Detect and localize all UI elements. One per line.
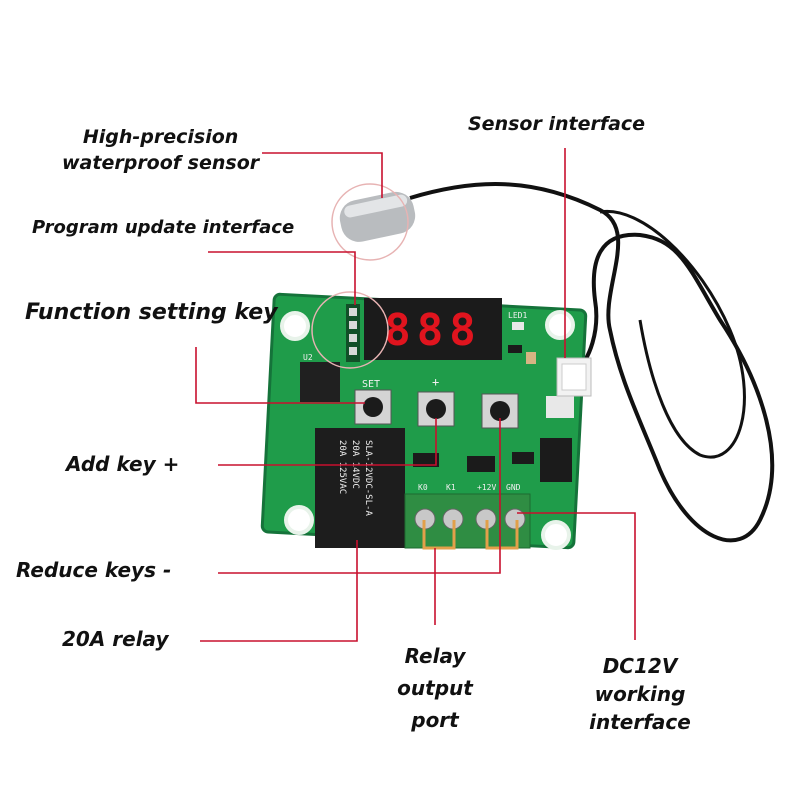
sensor-connector (556, 357, 592, 397)
program-update-header (346, 304, 360, 362)
leader-add (218, 418, 437, 466)
mount-hole (284, 505, 314, 535)
label-reduce-keys: Reduce keys - (16, 558, 172, 582)
label-relay-port-line3: port (411, 708, 459, 732)
svg-text:LED1: LED1 (508, 311, 527, 320)
mount-hole (541, 520, 571, 550)
leader-dc (517, 512, 636, 640)
sensor-cable-loop (599, 209, 746, 459)
leader-relay (200, 540, 358, 642)
label-relay-port-line1: Relay (404, 644, 466, 668)
leader-sensor (262, 152, 383, 198)
header-highlight-circle (311, 291, 389, 369)
label-function-key: Function setting key (25, 300, 278, 325)
label-sensor-line1: High-precision (82, 126, 239, 148)
terminal-block (404, 493, 531, 549)
label-waterproof-sensor: High-precision waterproof sensor (62, 124, 259, 176)
mount-hole (545, 310, 575, 340)
led-display: 888 (364, 298, 502, 360)
label-dc-line2: working (594, 682, 686, 706)
sensor-highlight-circle (331, 183, 409, 261)
label-relay: 20A relay (62, 627, 169, 651)
svg-text:+12V: +12V (477, 483, 496, 492)
leader-reduce (218, 418, 501, 574)
label-relay-port-line2: output (397, 676, 473, 700)
leader-lines (195, 148, 636, 642)
svg-text:SLA-12VDC-SL-A: SLA-12VDC-SL-A (363, 440, 373, 516)
ic-chip (300, 362, 340, 402)
waterproof-sensor-probe (339, 191, 416, 242)
dc-port-bracket (485, 520, 519, 550)
relay-port-bracket (422, 520, 456, 550)
svg-text:20A 125VAC: 20A 125VAC (337, 440, 347, 494)
relay-20a: 20A 125VAC 20A 14VDC SLA-12VDC-SL-A (315, 428, 405, 548)
label-sensor-interface: Sensor interface (468, 113, 646, 135)
svg-text:K0: K0 (418, 483, 428, 492)
pcb-board: 888 U2 SET + LED1 (260, 292, 592, 550)
label-add-key: Add key + (66, 452, 180, 476)
label-dc-line1: DC12V (602, 654, 678, 678)
leader-program (208, 251, 356, 305)
display-digits: 888 (384, 305, 481, 356)
svg-text:GND: GND (506, 483, 521, 492)
label-relay-output-port: Relay output port (380, 640, 490, 736)
label-sensor-line2: waterproof sensor (62, 152, 260, 174)
set-button (354, 389, 392, 425)
leader-function (195, 347, 365, 404)
svg-text:U2: U2 (303, 353, 313, 362)
svg-text:+: + (432, 375, 439, 389)
label-dc12v-interface: DC12V working interface (580, 652, 700, 736)
label-dc-line3: interface (589, 710, 691, 734)
sensor-cable (409, 182, 775, 543)
mount-hole (280, 311, 310, 341)
label-program-update: Program update interface (32, 217, 295, 238)
svg-text:K1: K1 (446, 483, 456, 492)
svg-text:SET: SET (362, 379, 380, 390)
